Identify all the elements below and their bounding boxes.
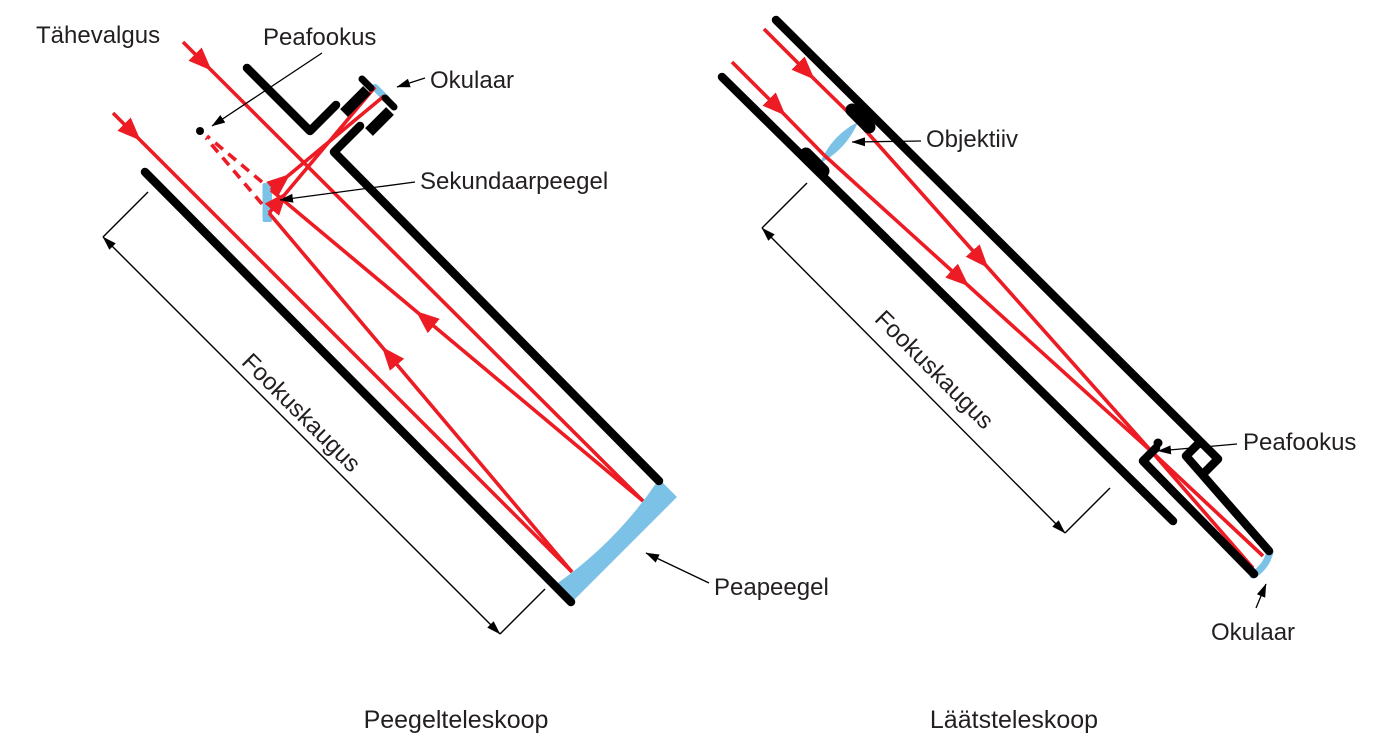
- incoming-ray-1: [181, 40, 645, 503]
- reflector-prime-focus-dot: [196, 127, 204, 135]
- focuser-barrel-left: [340, 86, 371, 117]
- refractor-diverging-ray-1: [1150, 450, 1255, 570]
- reflector-prime-focus-pointer: [211, 52, 323, 127]
- refractor-converging-ray-1: [856, 120, 1154, 454]
- reflector-dimension-tick-top: [102, 191, 149, 238]
- refractor-ray-crossing-dot: [1148, 450, 1152, 454]
- focuser-top-cap: [358, 75, 375, 92]
- reflector-tube-lower-wall: [140, 167, 576, 607]
- reflector-dimension-tick-bottom: [499, 588, 546, 635]
- refractor-prime-focus-label: Peafookus: [1243, 429, 1356, 456]
- refractor-focal-length-dimension-line: [761, 227, 1066, 534]
- virtual-focus-ray-2: [204, 136, 264, 206]
- refractor-incoming-ray-2: [730, 60, 826, 157]
- objective-label: Objektiiv: [926, 126, 1018, 153]
- refractor-eyepiece-label: Okulaar: [1211, 619, 1295, 646]
- refractor-incoming-ray-1: [762, 27, 860, 124]
- refractor-tube-lower-wall: [717, 72, 1178, 526]
- objective-mount-lower: [799, 147, 830, 178]
- objective-pointer: [851, 137, 922, 147]
- reflector-prime-focus-label: Peafookus: [263, 24, 376, 51]
- virtual-focus-ray-1: [205, 134, 264, 184]
- reflector-tube-upper-wall-main: [329, 121, 664, 486]
- focuser-bottom-cap: [381, 94, 398, 111]
- primary-mirror: [555, 479, 677, 603]
- refractor-tube-upper-wall: [771, 15, 1223, 477]
- secondary-mirror-label: Sekundaarpeegel: [420, 168, 608, 195]
- objective-mount-upper: [845, 103, 876, 134]
- refractor-converging-ray-2: [822, 153, 1154, 454]
- refractor-caption: Läätsteleskoop: [930, 706, 1098, 734]
- refractor-dimension-tick-bottom: [1064, 487, 1111, 534]
- reflector-eyepiece-label: Okulaar: [430, 67, 514, 94]
- primary-mirror-label: Peapeegel: [714, 574, 829, 601]
- reflector-caption: Peegelteleskoop: [364, 706, 549, 734]
- refractor-dimension-tick-top: [761, 182, 808, 229]
- refractor-diverging-ray-2: [1150, 450, 1265, 558]
- reflected-ray-2: [267, 211, 574, 574]
- objective-lens: [820, 122, 858, 163]
- refractor-prime-focus-pointer: [1157, 443, 1238, 455]
- reflector-focal-length-dimension-line: [102, 236, 501, 635]
- starlight-label: Tähevalgus: [36, 22, 160, 49]
- primary-mirror-pointer: [645, 552, 710, 584]
- refractor-prime-focus-dot: [1153, 438, 1163, 448]
- secondary-mirror-pointer: [279, 181, 416, 203]
- reflector-eyepiece-pointer: [396, 77, 426, 88]
- refractor-diagram: Fookuskaugus Objektiiv Peafookus Okulaar…: [717, 15, 1356, 734]
- reflector-focal-length-label: Fookuskaugus: [236, 348, 365, 477]
- refractor-eyepiece-pointer: [1255, 583, 1267, 609]
- reflector-diagram: Fookuskaugus Tähevalgus Peafookus Okulaa…: [36, 22, 829, 734]
- eyepiece-ray-1: [266, 94, 386, 197]
- focuser-barrel-right: [365, 107, 394, 136]
- reflected-ray-1: [269, 188, 645, 503]
- incoming-ray-2: [111, 111, 574, 574]
